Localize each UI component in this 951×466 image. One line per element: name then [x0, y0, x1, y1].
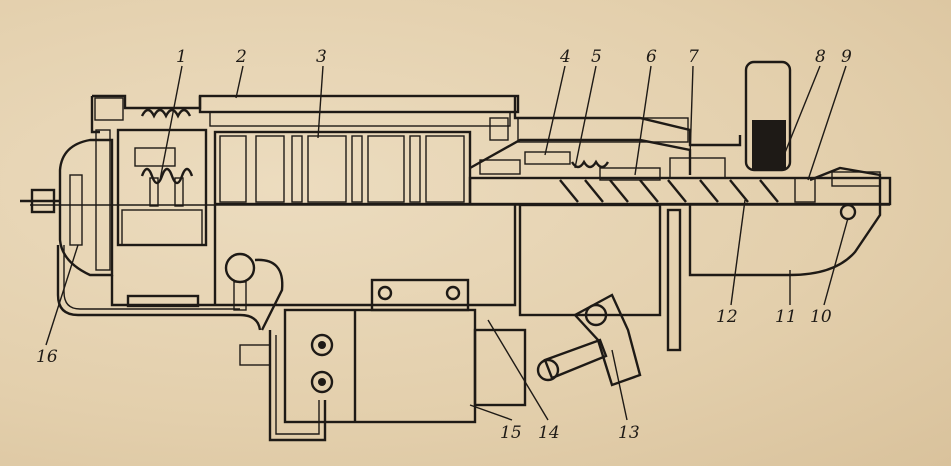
drive-end-housing [469, 96, 742, 175]
relay-cable [268, 330, 327, 442]
stator-housing [90, 94, 520, 134]
leader-lines [45, 65, 849, 421]
callout-6: 6 [646, 47, 657, 67]
callout-7: 7 [688, 47, 699, 67]
terminal-bolt [224, 252, 284, 331]
field-cable-inner [63, 245, 240, 310]
callout-10: 10 [810, 307, 832, 327]
solenoid-relay [239, 203, 662, 424]
callout-15: 15 [500, 423, 522, 443]
callout-4: 4 [559, 47, 571, 67]
callout-3: 3 [316, 47, 327, 67]
callout-1: 1 [176, 47, 187, 67]
callout-16: 16 [36, 347, 58, 367]
callout-5: 5 [591, 47, 602, 67]
drive-shaft [468, 151, 892, 206]
base-slot [126, 294, 200, 308]
motor-lower-body [110, 205, 517, 307]
commutator-end-cap [58, 129, 114, 277]
callout-14: 14 [538, 423, 560, 443]
callout-2: 2 [235, 47, 247, 67]
callout-11: 11 [775, 307, 797, 327]
callout-13: 13 [618, 423, 640, 443]
left-terminal-nut [20, 188, 60, 214]
pinion-gear [744, 60, 792, 172]
commutator-brush-assembly [116, 108, 208, 247]
armature-core [213, 130, 472, 206]
relay-cable-inner [275, 335, 320, 435]
callout-8: 8 [815, 47, 826, 67]
callout-9: 9 [841, 47, 852, 67]
shift-lever [536, 293, 642, 387]
callout-12: 12 [716, 307, 738, 327]
